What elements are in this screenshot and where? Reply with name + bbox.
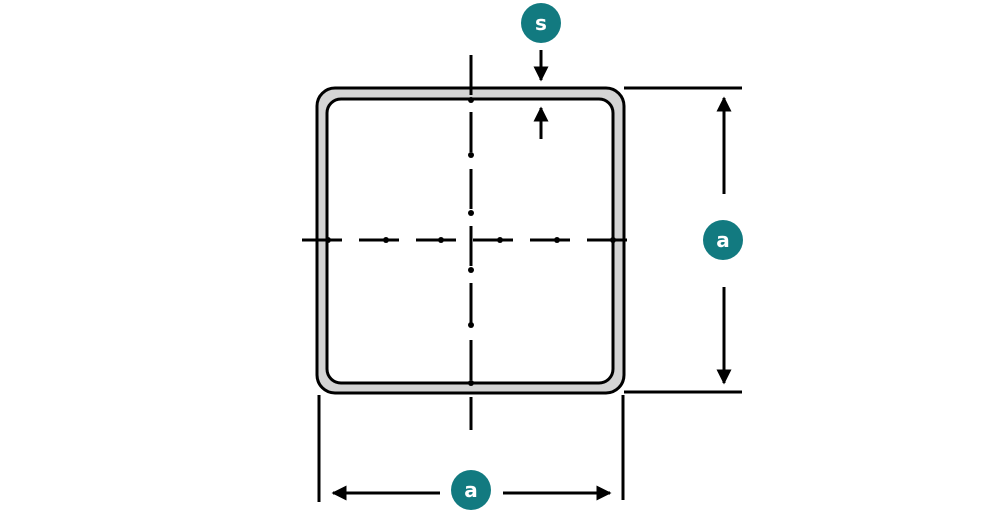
thickness-label: s <box>535 11 547 35</box>
width-label: a <box>464 478 478 502</box>
height-label: a <box>716 228 730 252</box>
thickness-badge: s <box>521 3 561 43</box>
height-badge: a <box>703 220 743 260</box>
centerline-dots <box>325 97 616 386</box>
width-badge: a <box>451 470 491 510</box>
